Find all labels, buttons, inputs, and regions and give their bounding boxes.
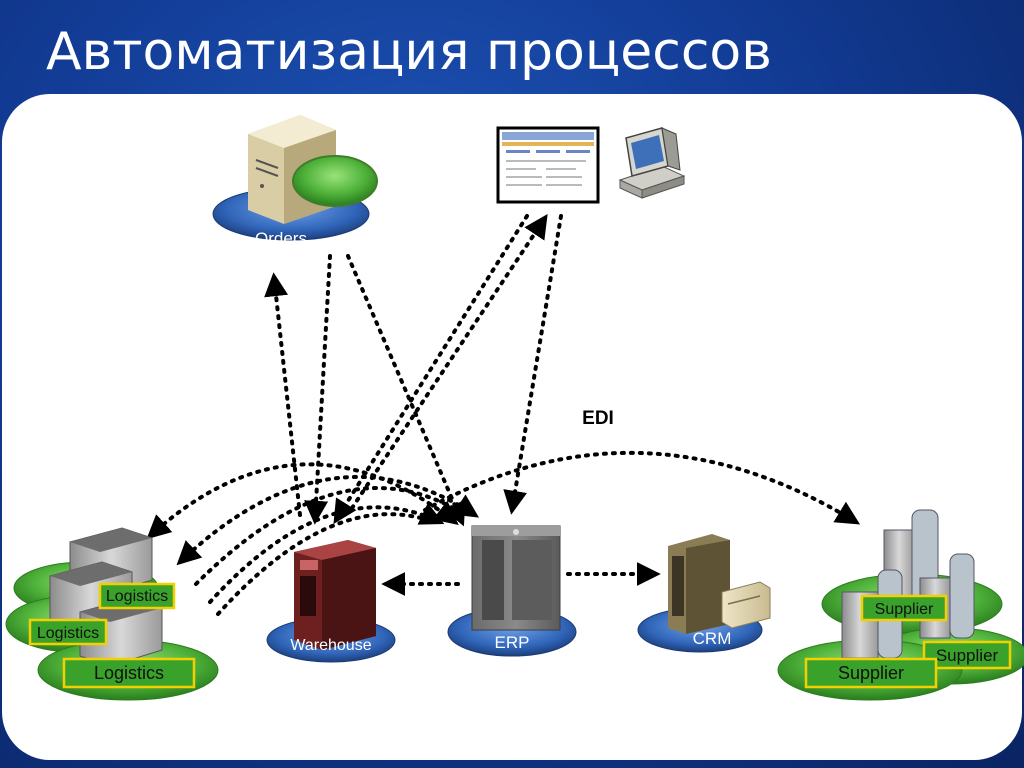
supplier-label: Supplier <box>838 663 904 683</box>
supplier-label-box: Supplier <box>860 594 948 622</box>
logistics-arc-4 <box>208 502 445 604</box>
supplier-label: Supplier <box>936 646 999 665</box>
crm-label: CRM <box>693 629 732 648</box>
warehouse-label: Warehouse <box>290 637 371 654</box>
warehouse-to-web-connector <box>350 214 548 510</box>
logistics-to-orders-connector <box>264 272 302 517</box>
erp-node: ERP <box>447 525 577 657</box>
logistics-arc-2 <box>176 475 480 566</box>
supplier-label-box: Supplier <box>922 640 1012 670</box>
logistics-label: Logistics <box>106 588 168 605</box>
erp-label: ERP <box>495 633 530 652</box>
database-disk-icon <box>292 155 378 207</box>
edi-label: EDI <box>582 408 614 429</box>
web-to-warehouse-connector <box>333 214 529 525</box>
web-page-icon <box>496 126 600 204</box>
orders-to-warehouse-connector <box>304 254 332 525</box>
logistics-label-box: Logistics <box>62 657 196 689</box>
logistics-label-box: Logistics <box>28 618 108 646</box>
connectors <box>146 214 861 616</box>
erp-server-icon <box>471 525 561 631</box>
warehouse-node: Warehouse <box>266 540 396 663</box>
warehouse-server-icon <box>294 540 376 650</box>
logistics-label-box: Logistics <box>98 582 176 610</box>
logistics-label: Logistics <box>94 663 164 683</box>
crm-node: CRM <box>637 534 771 653</box>
supplier-label-box: Supplier <box>804 657 938 689</box>
logistics-arc-3 <box>194 486 462 586</box>
edi-connector <box>423 450 861 525</box>
page-title: Автоматизация процессов <box>46 22 772 82</box>
orders-node: Orders <box>212 115 378 248</box>
printer-icon <box>721 581 771 629</box>
orders-to-erp-connector <box>346 254 466 527</box>
supplier-label: Supplier <box>875 601 934 618</box>
desktop-computer-icon <box>618 127 686 199</box>
web-client-node <box>496 126 686 204</box>
logistics-label: Logistics <box>37 625 99 642</box>
logistics-arc-5 <box>216 512 430 616</box>
orders-label: Orders <box>255 229 307 248</box>
logistics-cluster: Logistics Logistics Logistics <box>5 527 219 701</box>
logistics-arc-1 <box>146 462 459 540</box>
crm-server-icon <box>668 534 730 634</box>
supplier-cluster: Supplier Supplier Supplier <box>777 509 1024 701</box>
